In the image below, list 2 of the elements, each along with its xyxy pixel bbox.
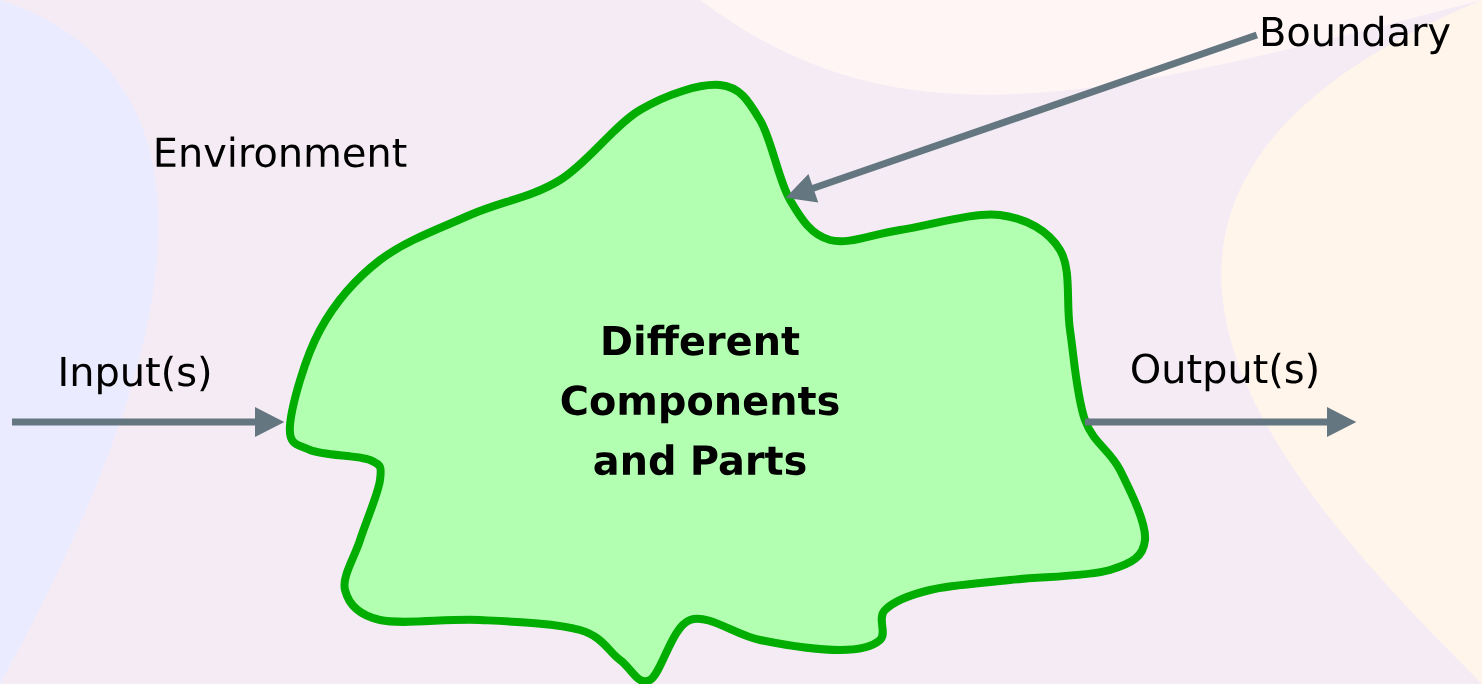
edge-label: Input(s) — [61, 355, 210, 395]
boundary-label: Boundary — [1262, 15, 1450, 55]
